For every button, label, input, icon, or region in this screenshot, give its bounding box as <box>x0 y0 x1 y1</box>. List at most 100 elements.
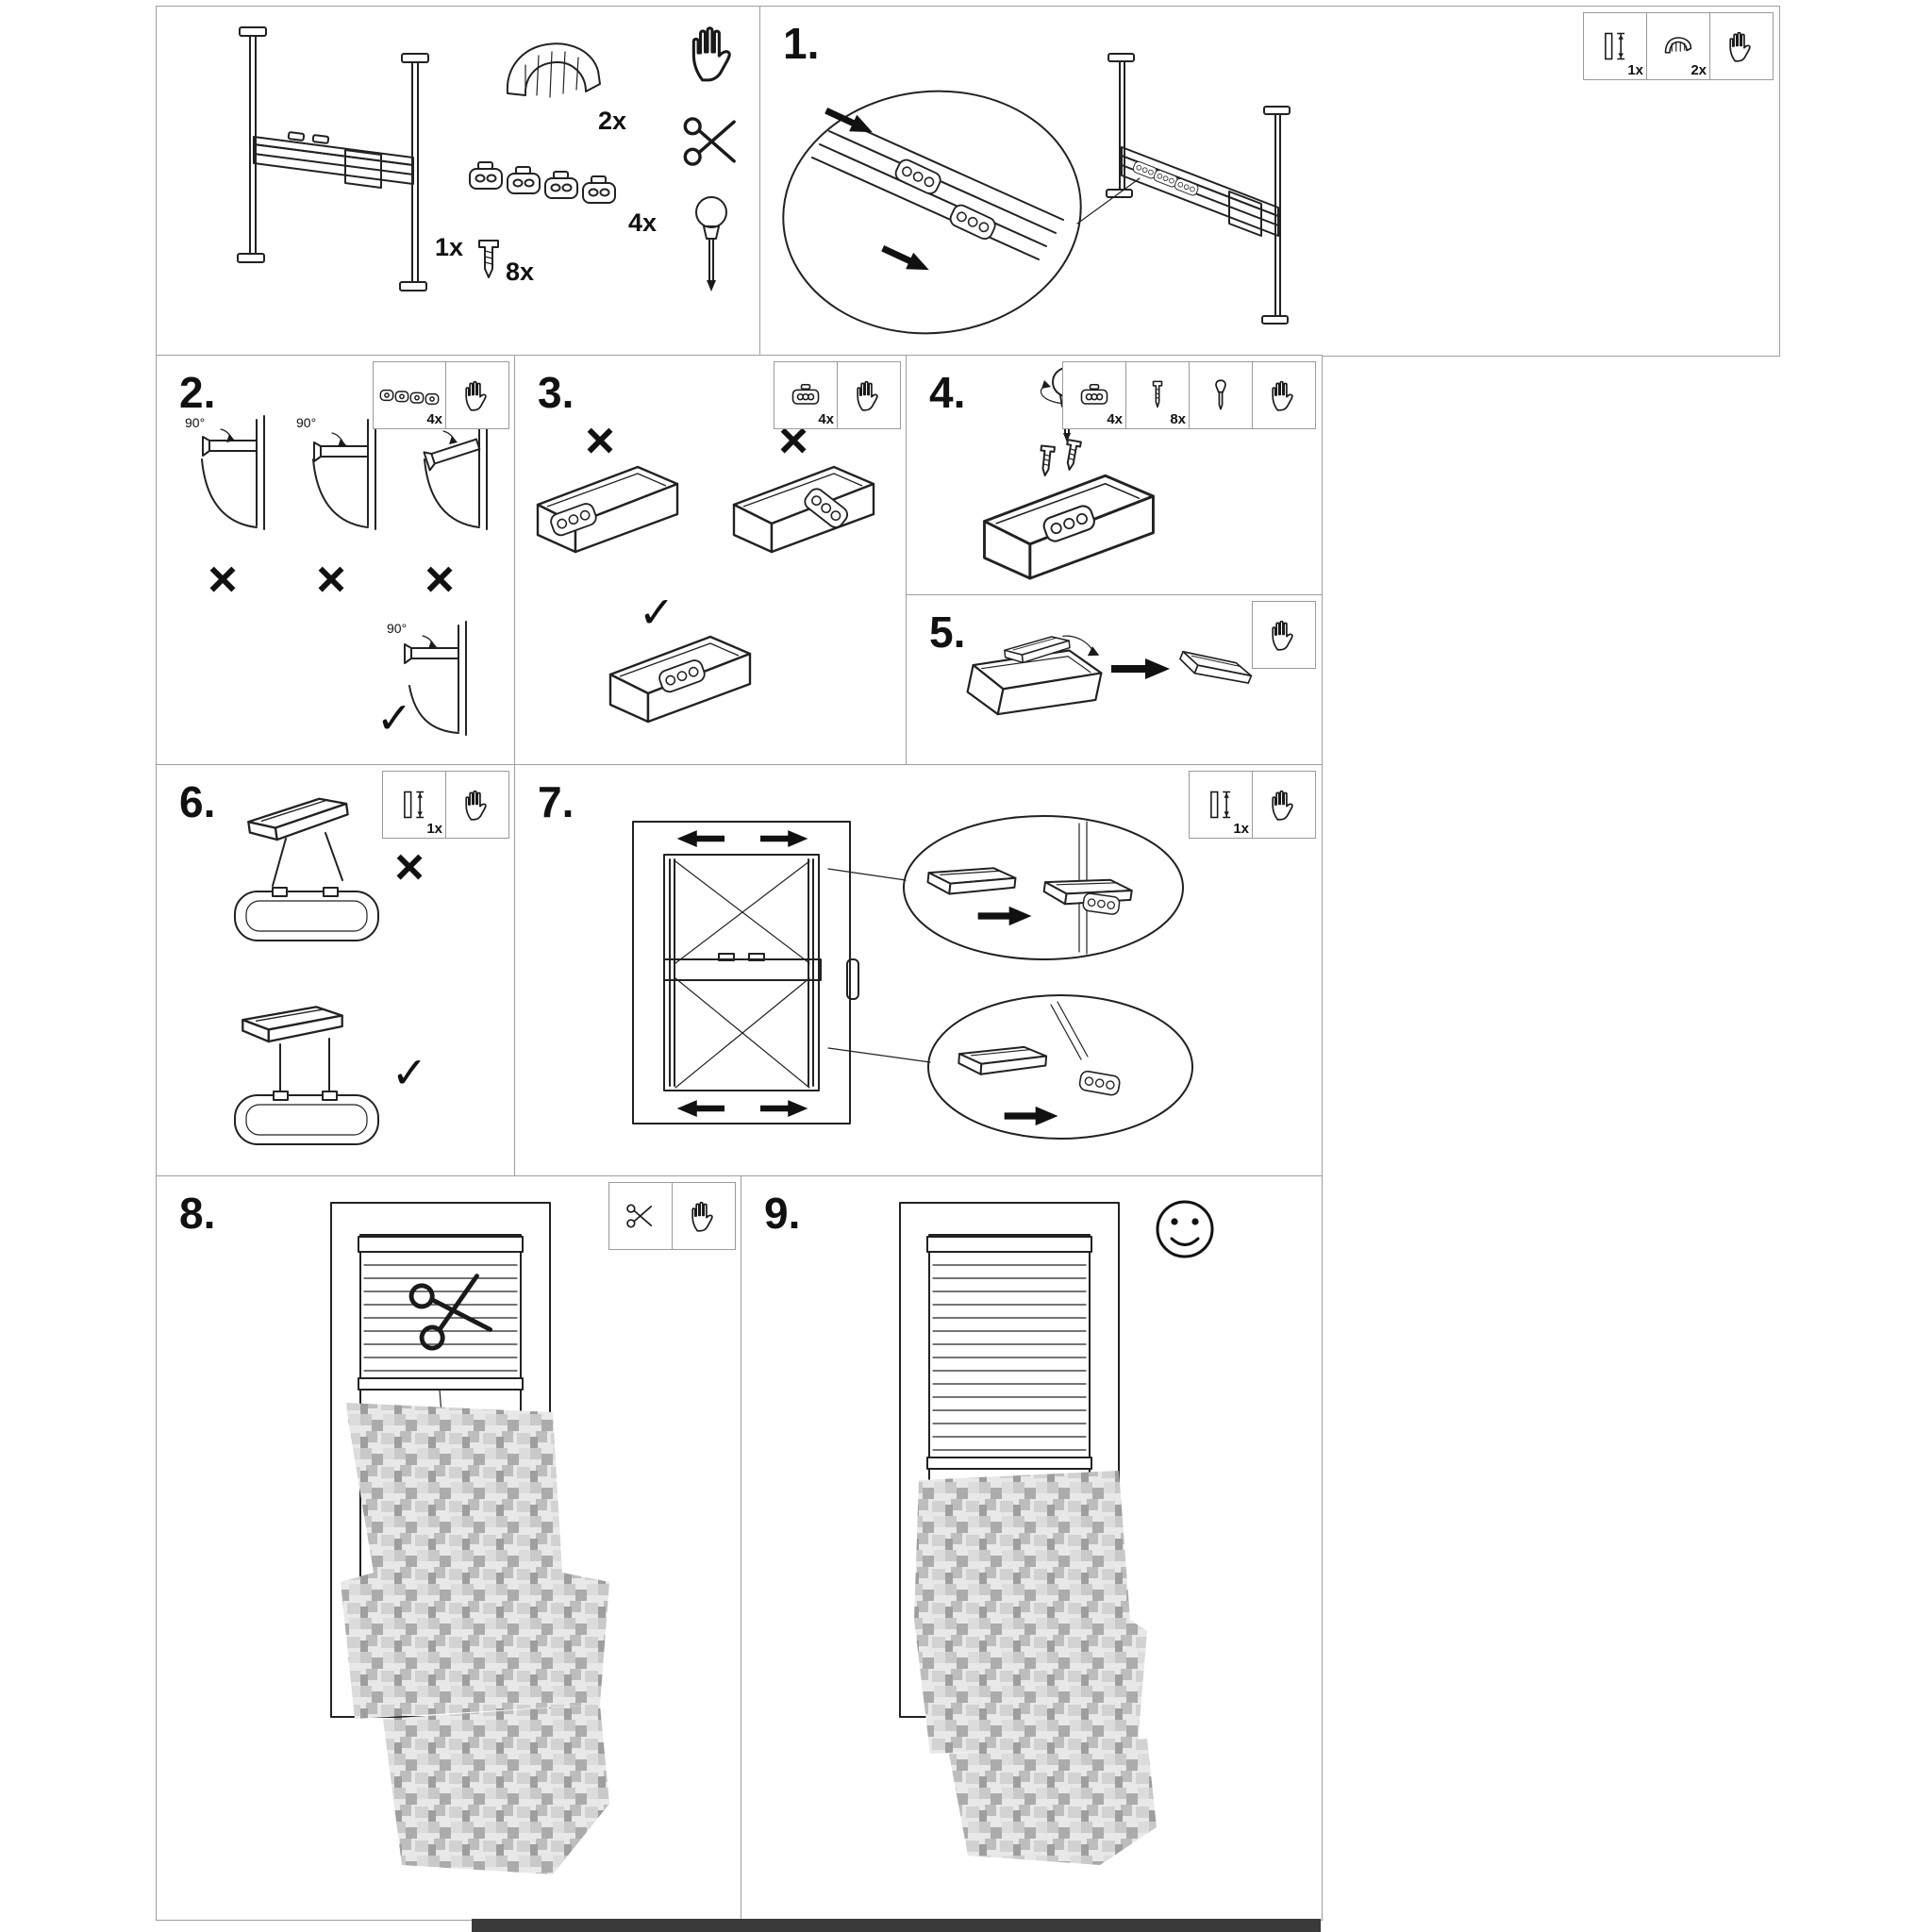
step6-illustration: × ✓ <box>234 793 427 1145</box>
bracket-parts <box>469 161 616 204</box>
bracket-icon: 4x <box>774 362 837 428</box>
angle-diagram-wrong: 90° <box>296 415 376 530</box>
scissors-icon <box>683 117 736 166</box>
spacer-part-icon: 1x <box>1584 13 1646 79</box>
screw-qty-label: 8x <box>506 258 534 286</box>
step-number: 8. <box>179 1189 216 1238</box>
right-mark: ✓ <box>376 692 413 743</box>
step-number: 7. <box>538 777 575 826</box>
sliding-bracket <box>946 201 999 242</box>
step7-tools: 1x <box>1189 771 1316 839</box>
blind-qty-label: 1x <box>435 233 463 261</box>
blind-mechanism <box>663 858 822 1089</box>
detail-oval-top <box>903 815 1184 960</box>
panel-step-3: 3. 4x × × ✓ <box>514 355 908 766</box>
window-frame <box>632 821 859 1124</box>
wrong-mark: × <box>425 551 455 608</box>
step-number: 3. <box>538 368 575 417</box>
step3-tools: 4x <box>774 361 901 429</box>
panel-step-7: 7. 1x <box>514 764 1323 1177</box>
panel-parts: 1x 2x 4x <box>156 6 761 357</box>
tool-qty: 4x <box>1107 411 1123 427</box>
angle-label: 90° <box>387 621 407 636</box>
bracket-qty-label: 4x <box>628 208 657 237</box>
screwdriver-icon <box>1189 362 1252 428</box>
smiley-icon <box>1156 1200 1214 1258</box>
scissors-icon <box>409 1272 491 1350</box>
hand-icon <box>1253 602 1315 668</box>
detail-oval-bottom <box>927 994 1193 1140</box>
arrow-icon <box>676 830 724 847</box>
hand-icon <box>1252 362 1315 428</box>
hand-icon <box>691 26 731 82</box>
panel-step-6: 6. 1x × <box>156 764 516 1177</box>
zoom-leader-line <box>1076 177 1141 225</box>
step1-tools: 1x 2x <box>1583 12 1774 80</box>
bracket-strip-icon: 4x <box>374 362 445 428</box>
step-number: 5. <box>929 608 966 657</box>
hand-icon <box>445 772 508 838</box>
arrow-icon <box>760 1100 808 1117</box>
rotation-arrowhead <box>1041 380 1051 389</box>
panel-step-8: 8. <box>156 1175 742 1921</box>
clip-fit-correct <box>234 1006 379 1145</box>
clip-qty-label: 2x <box>598 107 626 135</box>
angle-label: 90° <box>296 415 316 430</box>
tool-qty: 1x <box>1627 62 1643 78</box>
panel-step-1: 1. 1x 2x <box>759 6 1780 357</box>
pleated-blind <box>926 1236 1092 1470</box>
housing-bracket <box>983 474 1155 580</box>
angle-diagram-wrong: 90° <box>185 415 265 530</box>
screw <box>1066 439 1082 471</box>
tool-qty: 1x <box>1233 821 1249 837</box>
arrow-icon <box>822 102 876 141</box>
hand-icon <box>1252 772 1315 838</box>
screw <box>1040 444 1056 477</box>
step1-illustration <box>782 53 1291 335</box>
tool-qty: 1x <box>426 821 442 837</box>
panel-step-9: 9. <box>741 1175 1323 1921</box>
parts-illustration: 1x 2x 4x <box>237 26 736 291</box>
step2-illustration: 90° × 90° × <box>185 415 488 743</box>
right-mark: ✓ <box>639 587 675 638</box>
pleated-blind <box>358 1236 524 1464</box>
step5-tools <box>1252 601 1316 669</box>
wrong-mark: × <box>316 551 346 608</box>
wrong-mark: × <box>208 551 238 608</box>
step7-illustration <box>632 815 1193 1140</box>
bracket-icon: 4x <box>1063 362 1125 428</box>
removed-clip <box>1175 641 1255 694</box>
step-number: 1. <box>783 19 820 68</box>
step8-illustration <box>330 1202 609 1874</box>
step-number: 4. <box>929 368 966 417</box>
wrong-mark: × <box>585 412 615 469</box>
screw-icon: 8x <box>1125 362 1189 428</box>
angle-diagram-correct: 90° <box>387 621 467 736</box>
clip-fit-wrong <box>234 793 379 941</box>
hand-icon <box>672 1183 735 1249</box>
arrow-icon <box>1111 658 1170 679</box>
wrong-mark: × <box>394 839 425 895</box>
angle-label: 90° <box>185 415 205 430</box>
pixelation-artifact <box>383 1705 609 1874</box>
hand-icon <box>1709 13 1773 79</box>
panel-step-2: 2. 4x 90° × <box>156 355 516 766</box>
housing-bracket-wrong <box>732 465 875 554</box>
arrow-icon <box>676 1100 724 1117</box>
hand-icon <box>445 362 508 428</box>
scan-artifact <box>472 1919 1321 1932</box>
housing-bracket-correct <box>608 635 752 724</box>
window-handle <box>846 958 859 1000</box>
step9-illustration <box>899 1200 1214 1865</box>
zoom-leader-line <box>827 868 907 881</box>
rail-cross-section <box>811 117 1064 260</box>
tool-qty: 4x <box>426 411 442 427</box>
pixelation-artifact <box>914 1471 1147 1754</box>
screw-part <box>478 240 499 278</box>
step-number: 2. <box>179 368 216 417</box>
step8-tools <box>608 1182 736 1250</box>
arrow-icon <box>878 240 933 278</box>
housing-bracket-wrong <box>536 465 679 554</box>
spacer-part-icon: 1x <box>383 772 445 838</box>
